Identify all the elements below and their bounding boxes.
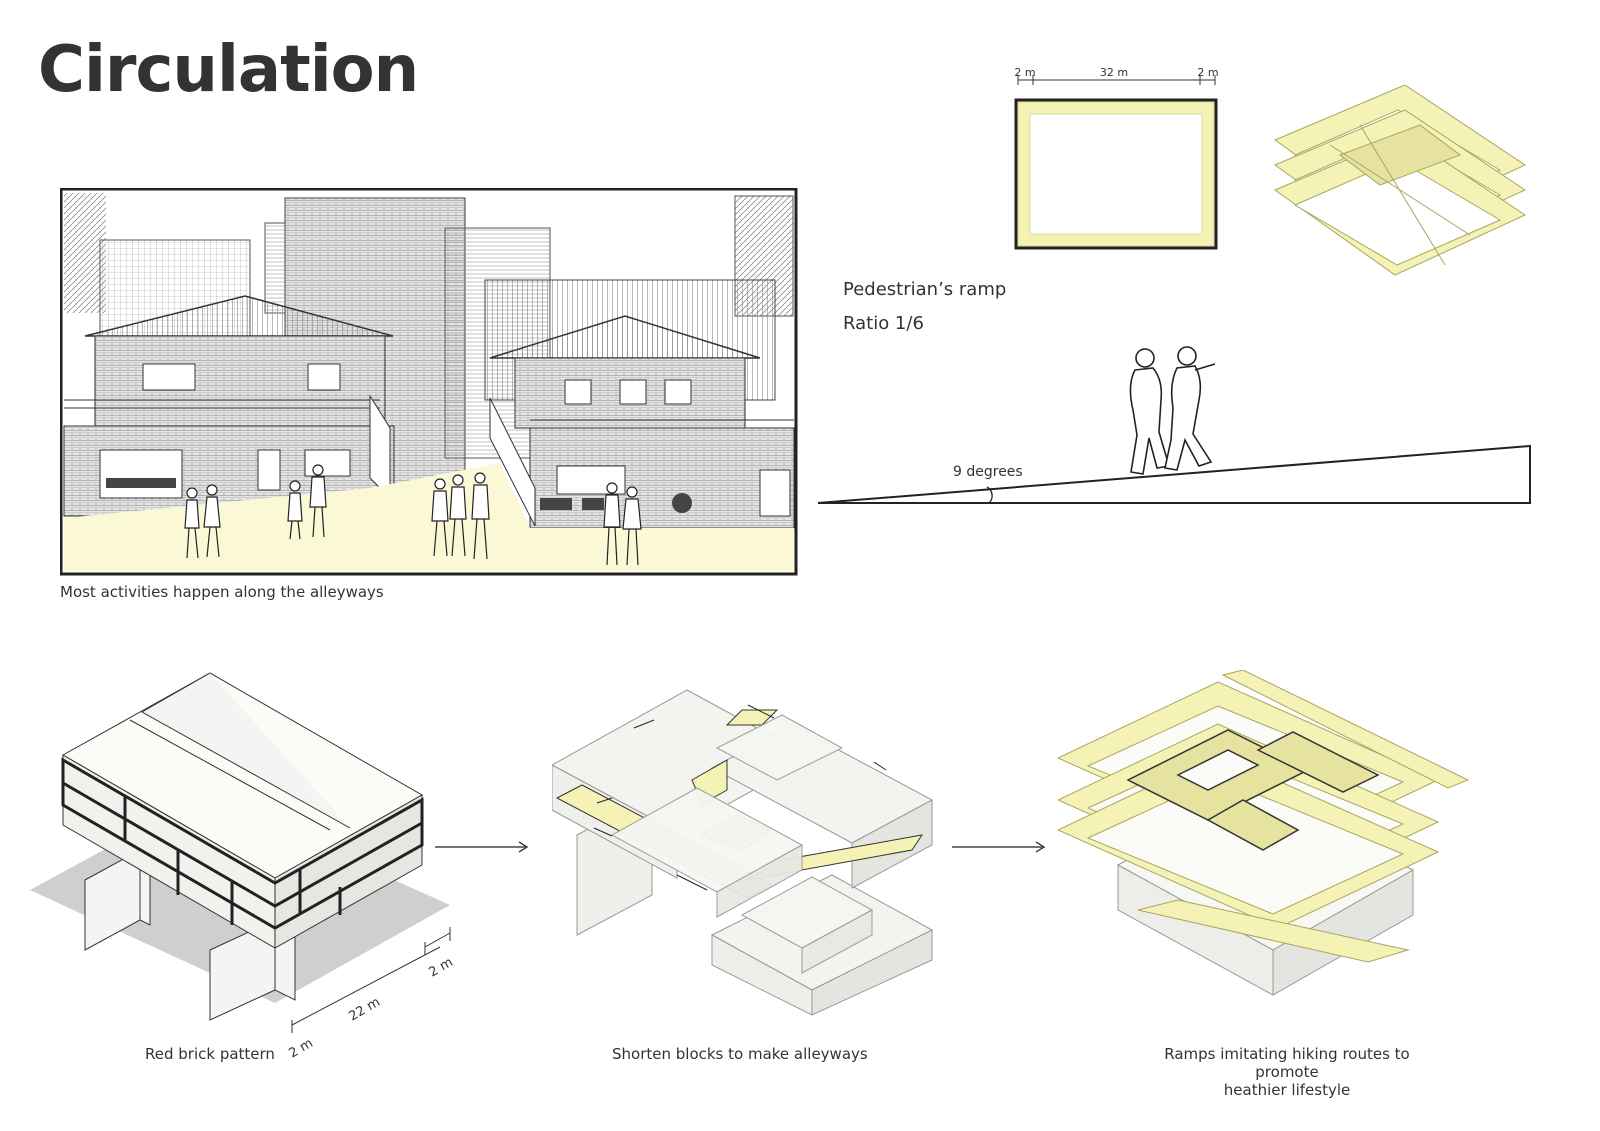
step-arrow-1 (435, 841, 529, 853)
plan-dim-right: 2 m (1197, 66, 1218, 79)
ramp-plan-diagram: 2 m 32 m 2 m (1014, 66, 1219, 250)
step-2-caption: Shorten blocks to make alleyways (612, 1045, 868, 1063)
alleyway-blocks-diagram (552, 689, 934, 1016)
step-3-caption: Ramps imitating hiking routes to promote… (1132, 1045, 1442, 1099)
planters (106, 478, 692, 513)
block-dim-left: 2 m (287, 1036, 316, 1062)
step-1-caption: Red brick pattern (145, 1045, 275, 1063)
street-view-caption: Most activities happen along the alleywa… (60, 583, 384, 601)
people (184, 464, 642, 566)
street-view-illustration (60, 188, 798, 576)
step-3-caption-line1: Ramps imitating hiking routes to promote (1164, 1045, 1410, 1081)
ramp-axonometric-diagram (1273, 85, 1527, 276)
plan-dim-middle: 32 m (1100, 66, 1128, 79)
step-arrow-2 (952, 841, 1046, 853)
walking-people (1129, 346, 1216, 475)
right-building (489, 315, 795, 529)
left-building (63, 295, 395, 517)
ramp-ratio: Ratio 1/6 (843, 313, 924, 334)
plan-dim-left: 2 m (1014, 66, 1035, 79)
hiking-ramps-diagram (1058, 670, 1470, 996)
ramp-angle-label: 9 degrees (953, 464, 1023, 480)
ramp-label: Pedestrian’s ramp (843, 279, 1007, 300)
page-title: Circulation (38, 33, 419, 107)
block-dim-right: 2 m (427, 955, 456, 981)
block-dim-length: 22 m (347, 995, 383, 1025)
step-3-caption-line2: heathier lifestyle (1223, 1081, 1351, 1099)
ramp-section-diagram: 9 degrees (817, 346, 1531, 504)
brick-block-diagram: 2 m 22 m 2 m (30, 672, 456, 1062)
